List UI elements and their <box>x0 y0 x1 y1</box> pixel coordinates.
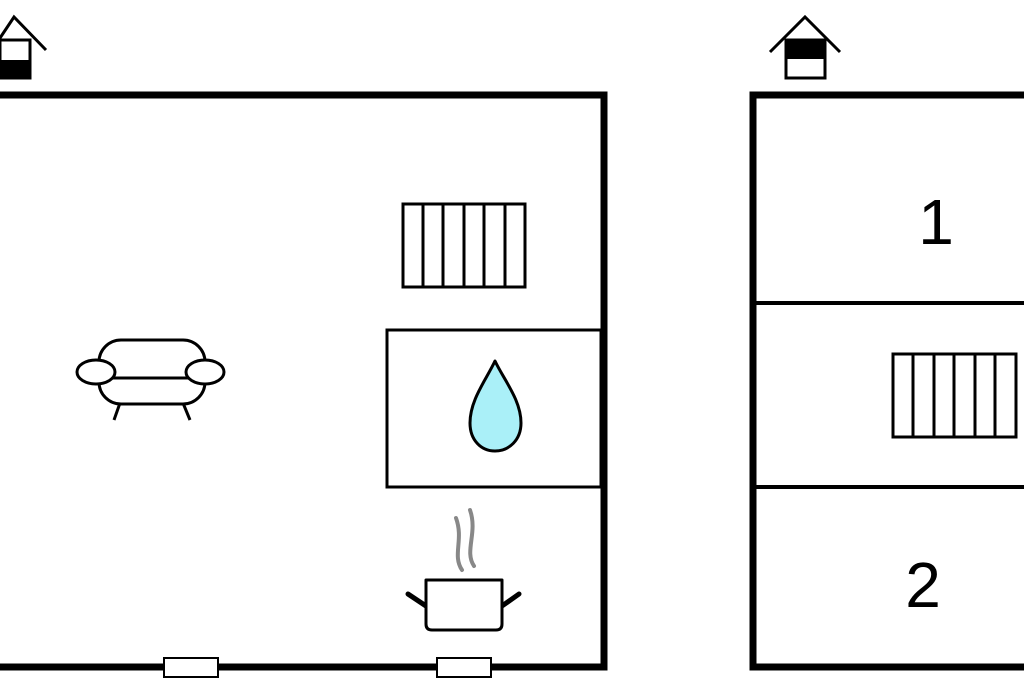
water-drop-icon <box>468 359 523 453</box>
cooking-pot-icon <box>405 508 522 632</box>
ground-floor-plan <box>0 14 608 678</box>
house-level-icon <box>0 14 48 80</box>
sofa-icon <box>75 338 226 421</box>
house-level-icon <box>768 14 842 80</box>
window-icon <box>436 657 492 678</box>
upper-floor-walls <box>749 91 1024 671</box>
radiator-icon <box>401 202 527 289</box>
upper-floor-plan: 1 2 <box>749 14 1024 671</box>
radiator-icon <box>891 352 1018 439</box>
room-number-1: 1 <box>918 186 954 258</box>
bathroom-room <box>385 328 603 489</box>
room-number-2: 2 <box>905 549 941 621</box>
ground-floor-walls <box>0 91 608 671</box>
window-icon <box>163 657 219 678</box>
